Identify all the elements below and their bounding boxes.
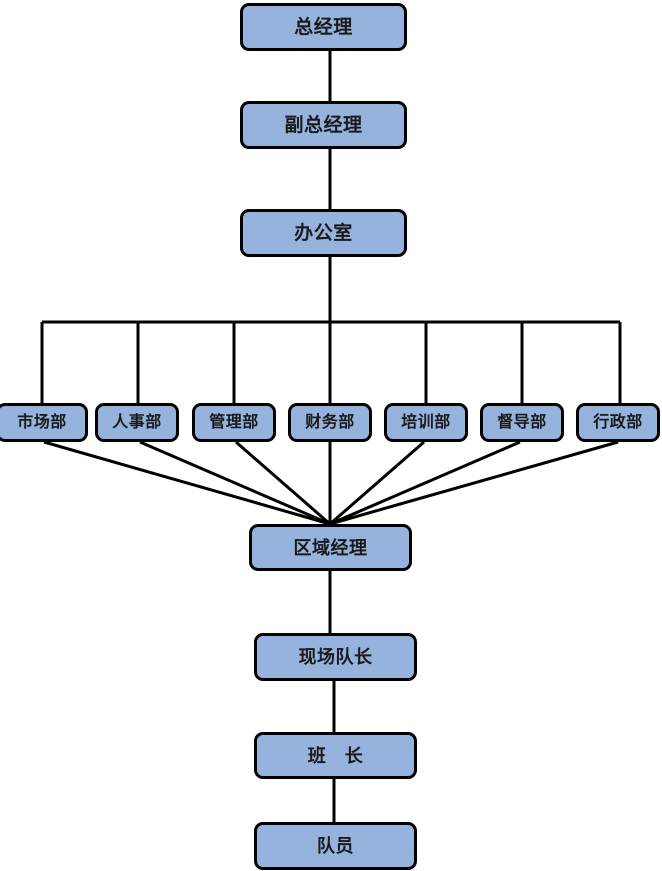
department-bus: [40, 320, 622, 403]
node-label-shift-leader: 班 长: [307, 745, 364, 766]
node-site-leader[interactable]: 现场队长: [254, 633, 417, 681]
node-deputy-general-manager[interactable]: 副总经理: [240, 101, 407, 149]
connector-converge-training-to-regional-manager: [329, 440, 425, 526]
node-label-site-leader: 现场队长: [298, 647, 373, 667]
node-label-department-marketing: 市场部: [17, 413, 67, 431]
node-department-management[interactable]: 管理部: [192, 403, 276, 442]
node-department-administration[interactable]: 行政部: [576, 403, 660, 442]
connector-converge-administration-to-regional-manager: [329, 440, 619, 526]
node-general-manager[interactable]: 总经理: [240, 3, 407, 51]
node-label-office: 办公室: [294, 222, 353, 244]
node-office[interactable]: 办公室: [240, 209, 407, 257]
node-department-human-resources[interactable]: 人事部: [95, 403, 179, 442]
node-label-department-supervision: 督导部: [497, 413, 547, 431]
node-department-supervision[interactable]: 督导部: [480, 403, 564, 442]
node-shift-leader[interactable]: 班 长: [254, 732, 417, 779]
node-label-department-administration: 行政部: [593, 413, 643, 431]
node-regional-manager[interactable]: 区域经理: [249, 524, 412, 571]
node-label-department-finance: 财务部: [305, 413, 355, 431]
node-department-marketing[interactable]: 市场部: [0, 403, 88, 442]
connector-converge-marketing-to-regional-manager: [43, 440, 331, 526]
node-department-training[interactable]: 培训部: [384, 403, 468, 442]
converging-connectors: [43, 440, 619, 526]
connector-converge-supervision-to-regional-manager: [329, 440, 521, 526]
node-label-general-manager: 总经理: [294, 16, 353, 38]
node-label-department-human-resources: 人事部: [112, 413, 162, 431]
node-department-finance[interactable]: 财务部: [288, 403, 372, 442]
node-label-team-member: 队员: [317, 836, 354, 856]
node-label-deputy-general-manager: 副总经理: [284, 114, 363, 136]
node-team-member[interactable]: 队员: [254, 822, 417, 870]
node-label-regional-manager: 区域经理: [293, 537, 368, 558]
node-label-department-management: 管理部: [209, 413, 259, 431]
connector-converge-management-to-regional-manager: [235, 440, 331, 526]
connector-converge-human-resources-to-regional-manager: [139, 440, 331, 526]
node-label-department-training: 培训部: [401, 413, 451, 431]
